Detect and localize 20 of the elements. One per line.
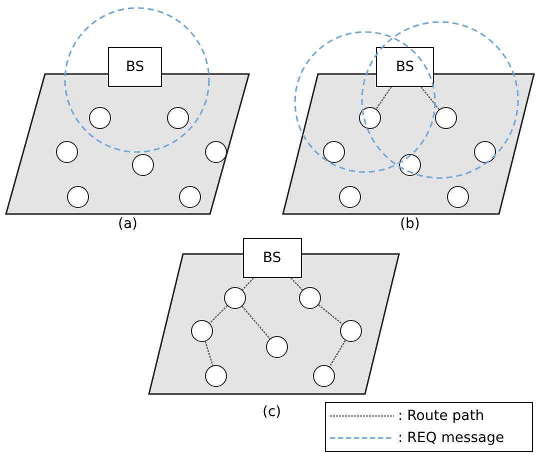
route-path-line xyxy=(242,306,270,340)
route-path-line xyxy=(204,341,214,366)
sensor-field-plane xyxy=(5,73,250,215)
base-station-box: BS xyxy=(376,47,434,87)
sensor-field-plane xyxy=(282,73,535,215)
route-path-line xyxy=(420,86,440,110)
route-path-line xyxy=(242,278,254,290)
route-path-line xyxy=(318,304,343,325)
sensor-field-plane xyxy=(148,253,400,395)
route-path-line xyxy=(329,340,346,367)
legend-text: : REQ message xyxy=(398,430,504,446)
panel-caption: (b) xyxy=(400,216,420,232)
route-path-line xyxy=(376,86,392,110)
route-path-line xyxy=(209,305,228,324)
base-station-box: BS xyxy=(242,238,302,278)
panel-caption: (a) xyxy=(118,216,138,232)
legend-text: : Route path xyxy=(398,408,484,424)
route-path-line xyxy=(290,278,303,290)
base-station-box: BS xyxy=(108,47,162,87)
panel-caption: (c) xyxy=(262,404,282,420)
